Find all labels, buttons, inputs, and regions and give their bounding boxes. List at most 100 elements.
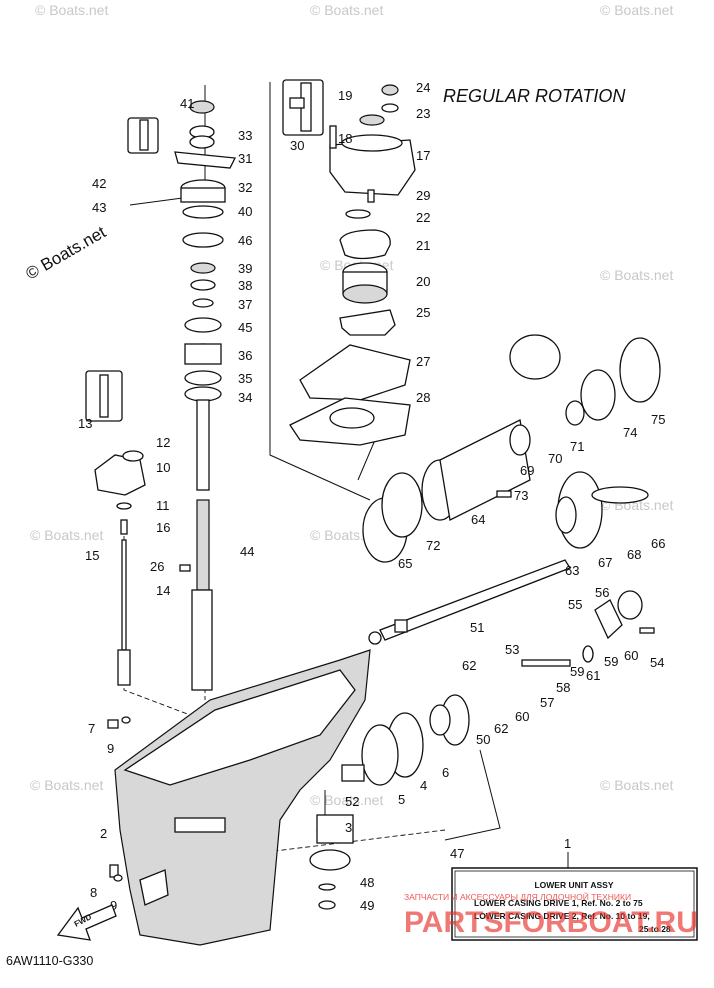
- assy-line3: 25 to 28: [639, 924, 671, 934]
- callout: 9: [107, 741, 114, 756]
- callout: 16: [156, 520, 170, 535]
- watermark: © Boats.net: [35, 2, 108, 18]
- gear-group: [309, 471, 603, 910]
- watermark: © Boats.net: [30, 527, 103, 543]
- drive-shaft-stack: [127, 100, 237, 691]
- assy-line2: LOWER CASING DRIVE 2, Ref. No. 10 to 19,: [474, 911, 650, 921]
- callout: 59: [604, 654, 618, 669]
- callout: 59: [570, 664, 584, 679]
- callout: 26: [150, 559, 164, 574]
- callout: 22: [416, 210, 430, 225]
- callout: 50: [476, 732, 490, 747]
- callout: 41: [180, 96, 194, 111]
- callout: 17: [416, 148, 430, 163]
- callout: 8: [90, 885, 97, 900]
- callout: 55: [568, 597, 582, 612]
- callout: 69: [520, 463, 534, 478]
- callout: 52: [345, 794, 359, 809]
- callout: 34: [238, 390, 252, 405]
- callout: 48: [360, 875, 374, 890]
- callout: 10: [156, 460, 170, 475]
- callout: 62: [462, 658, 476, 673]
- callout: 71: [570, 439, 584, 454]
- callout: 6: [442, 765, 449, 780]
- callout: 51: [470, 620, 484, 635]
- callout: 35: [238, 371, 252, 386]
- callout: 74: [623, 425, 637, 440]
- propeller-shaft-group: [368, 559, 655, 667]
- partsforboat-stamp: ЗАПЧАСТИ И АКСЕССУАРЫ ДЛЯ ЛОДОЧНОЙ ТЕХНИ…: [404, 891, 698, 939]
- callout: 14: [156, 583, 170, 598]
- callout: 64: [471, 512, 485, 527]
- callout: 44: [240, 544, 254, 559]
- callout: 58: [556, 680, 570, 695]
- assembly-legend-box: 1 LOWER UNIT ASSY LOWER CASING DRIVE 1, …: [451, 836, 698, 941]
- callout: 43: [92, 200, 106, 215]
- callout: 45: [238, 320, 252, 335]
- callout: 53: [505, 642, 519, 657]
- water-pump-group: [282, 79, 416, 446]
- callout: 28: [416, 390, 430, 405]
- callout: 29: [416, 188, 430, 203]
- callout: 61: [586, 668, 600, 683]
- callout: 57: [540, 695, 554, 710]
- watermark: © Boats.net: [600, 777, 673, 793]
- fwd-arrow: FWD: [56, 904, 117, 941]
- callout: 13: [78, 416, 92, 431]
- callout: 63: [565, 563, 579, 578]
- callout: 4: [420, 778, 427, 793]
- callout: 75: [651, 412, 665, 427]
- callout: 40: [238, 204, 252, 219]
- callout: 68: [627, 547, 641, 562]
- shaft-housing-group: [362, 334, 661, 563]
- assy-line1: LOWER CASING DRIVE 1, Ref. No. 2 to 75: [474, 898, 643, 908]
- callout: 31: [238, 151, 252, 166]
- callout: 56: [595, 585, 609, 600]
- callout: 21: [416, 238, 430, 253]
- callout: 65: [398, 556, 412, 571]
- callout-labels: 41 33 31 32 40 46 39 38 37 45 36 35 34 4…: [78, 80, 665, 913]
- callout: 62: [494, 721, 508, 736]
- watermark: © Boats.net: [310, 2, 383, 18]
- callout: 12: [156, 435, 170, 450]
- watermark: © Boats.net: [600, 267, 673, 283]
- callout: 18: [338, 131, 352, 146]
- stamp-tagline: ЗАПЧАСТИ И АКСЕССУАРЫ ДЛЯ ЛОДОЧНОЙ ТЕХНИ…: [404, 891, 631, 902]
- stamp-logo: PARTSFORBOAT.RU: [404, 906, 698, 939]
- watermark: © Boats.net: [30, 777, 103, 793]
- callout: 73: [514, 488, 528, 503]
- callout-assy: 1: [564, 836, 571, 851]
- callout: 37: [238, 297, 252, 312]
- callout: 11: [156, 498, 170, 513]
- watermark-main: © Boats.net: [23, 222, 110, 283]
- callout: 42: [92, 176, 106, 191]
- shift-rod-group: [85, 370, 191, 686]
- diagram-title: REGULAR ROTATION: [443, 86, 626, 106]
- callout: 60: [515, 709, 529, 724]
- callout: 32: [238, 180, 252, 195]
- callout: 67: [598, 555, 612, 570]
- callout: 20: [416, 274, 430, 289]
- callout: 2: [100, 826, 107, 841]
- callout: 46: [238, 233, 252, 248]
- callout: 19: [338, 88, 352, 103]
- callout: 15: [85, 548, 99, 563]
- callout: 39: [238, 261, 252, 276]
- watermark: © Boats.net: [310, 792, 383, 808]
- lower-casing: [107, 649, 371, 946]
- callout: 70: [548, 451, 562, 466]
- callout: 23: [416, 106, 430, 121]
- callout: 66: [651, 536, 665, 551]
- callout: 5: [398, 792, 405, 807]
- callout: 38: [238, 278, 252, 293]
- callout: 36: [238, 348, 252, 363]
- callout: 47: [450, 846, 464, 861]
- watermark: © Boats.net: [600, 2, 673, 18]
- callout: 27: [416, 354, 430, 369]
- callout: 72: [426, 538, 440, 553]
- callout: 60: [624, 648, 638, 663]
- callout: 30: [290, 138, 304, 153]
- callout: 49: [360, 898, 374, 913]
- callout: 9: [110, 898, 117, 913]
